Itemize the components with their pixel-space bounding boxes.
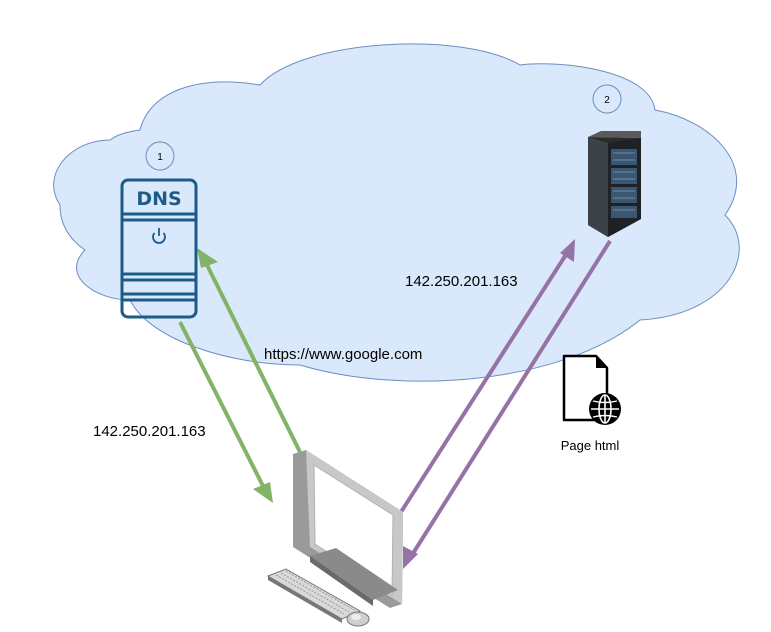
dns-step-number: 1: [157, 152, 163, 163]
keyboard-icon: [266, 568, 362, 623]
dns-request-arrow: [197, 248, 302, 453]
server-ip-label: 142.250.201.163: [405, 273, 518, 290]
web-server-icon: [588, 131, 641, 237]
http-request-arrow: [399, 239, 575, 514]
power-icon: [152, 228, 166, 244]
server-step-badge: 2: [592, 84, 622, 114]
client-computer-icon: [266, 450, 403, 627]
dns-label: DNS: [136, 188, 181, 210]
globe-icon: [589, 393, 621, 425]
dns-response-ip-label: 142.250.201.163: [93, 423, 206, 440]
cloud-shape: [53, 43, 740, 382]
page-html-label: Page html: [561, 438, 620, 453]
url-label: https://www.google.com: [264, 346, 423, 363]
http-response-arrow: [403, 239, 612, 569]
html-page-icon: [562, 354, 621, 425]
dns-step-badge: 1: [145, 141, 175, 171]
dns-server-icon: DNS: [120, 178, 198, 319]
server-step-number: 2: [604, 95, 610, 106]
dns-response-arrow: [178, 321, 273, 503]
mouse-icon: [346, 611, 370, 627]
